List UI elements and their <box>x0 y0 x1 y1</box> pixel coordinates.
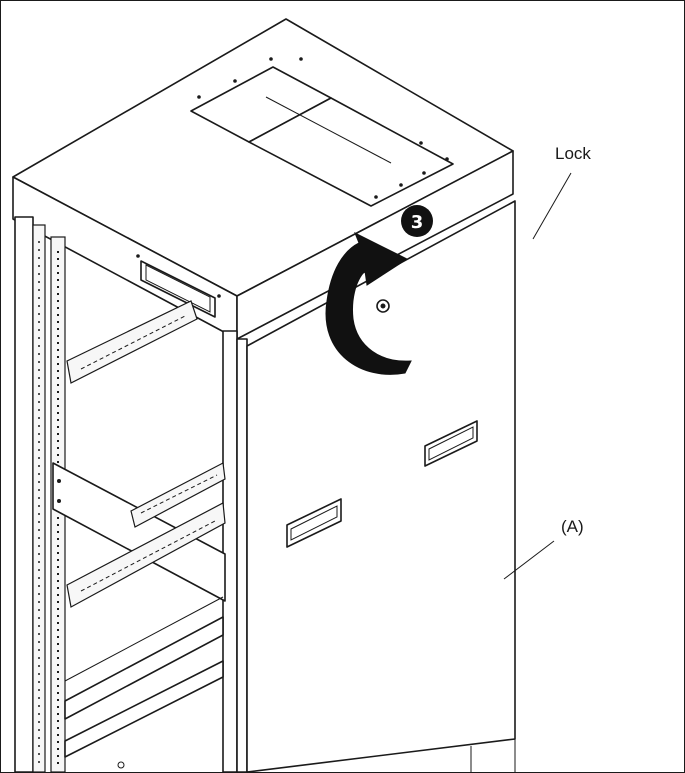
curved-arrow-icon <box>325 231 412 375</box>
lock-keyhole-icon <box>376 299 390 313</box>
cabinet-front-frame <box>14 216 248 772</box>
side-panel-a <box>246 200 516 772</box>
step-badge-icon: 3 <box>401 205 433 237</box>
step-number: 3 <box>411 212 424 233</box>
panel-leader-line <box>503 540 555 580</box>
panel-label: (A) <box>561 517 584 536</box>
lock-label: Lock <box>555 144 591 163</box>
panel-handle-lower <box>286 498 342 548</box>
panel-handle-upper <box>424 420 478 467</box>
lock-leader-line <box>532 172 572 240</box>
